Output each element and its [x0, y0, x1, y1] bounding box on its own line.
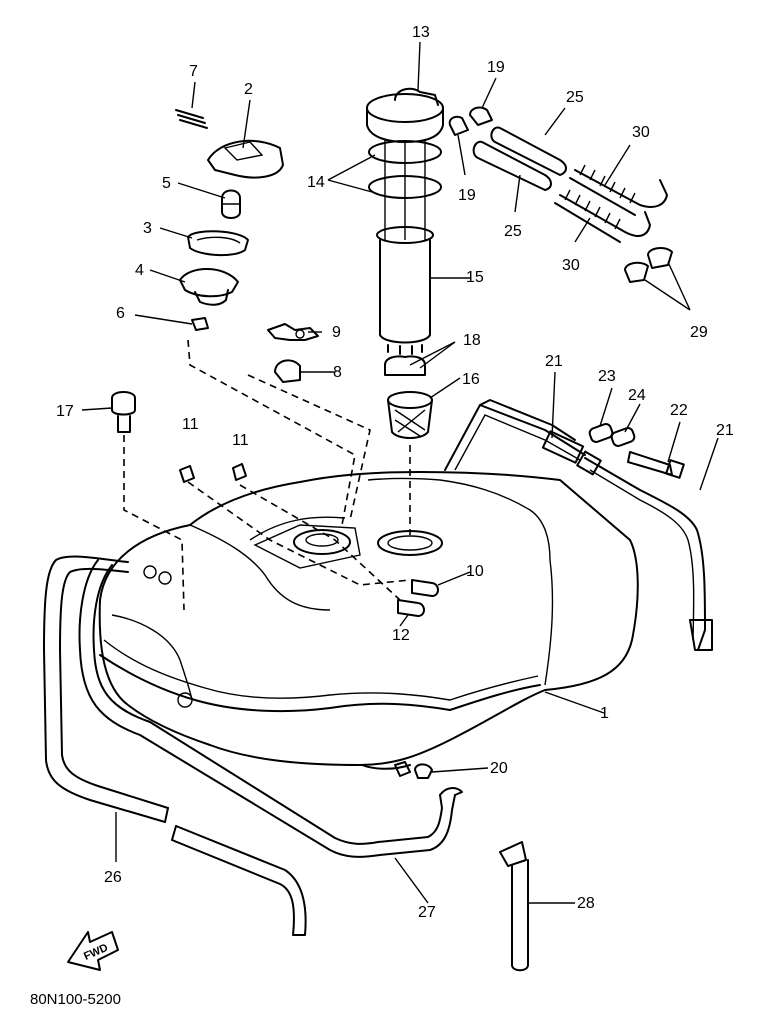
callout-23: 23 [598, 368, 616, 385]
callout-17: 18 [463, 332, 481, 349]
damper [610, 427, 636, 447]
callout-19: 19 [487, 59, 505, 76]
nut [232, 463, 247, 481]
hose-clamp [647, 247, 673, 269]
callout-26: 26 [104, 869, 122, 886]
callout-19: 19 [458, 187, 476, 204]
callout-4: 4 [135, 262, 144, 279]
bolt [397, 599, 425, 617]
tank-strap [576, 450, 713, 651]
callout-25: 25 [504, 223, 522, 240]
fwd-label: FWD [82, 942, 110, 963]
callout-30: 30 [562, 257, 580, 274]
callout-6: 6 [116, 305, 125, 322]
bolt [111, 391, 136, 433]
hose [472, 140, 552, 191]
tank-strap [444, 399, 586, 471]
overflow-hose [78, 559, 463, 858]
gasket [187, 230, 249, 256]
callout-21: 21 [716, 422, 734, 439]
callout-29: 29 [690, 324, 708, 341]
hose [490, 126, 567, 176]
pin [191, 317, 209, 331]
callout-2: 2 [244, 81, 253, 98]
filter [384, 355, 433, 439]
callout-16: 16 [462, 371, 480, 388]
leader-lines [81, 41, 719, 904]
nut [179, 465, 195, 483]
clip [274, 359, 301, 383]
callout-13: 13 [412, 24, 430, 41]
callout-5: 5 [162, 175, 171, 192]
hose-protector [569, 164, 668, 216]
hose-protector [554, 189, 651, 243]
hose-clamp [624, 261, 649, 283]
callout-12: 12 [392, 627, 410, 644]
callout-1: 1 [600, 705, 609, 722]
fuel-tank [98, 471, 639, 770]
callout-8: 8 [333, 364, 342, 381]
callout-7: 7 [189, 63, 198, 80]
callout-24: 24 [628, 387, 646, 404]
collar [179, 268, 239, 306]
callout-27: 27 [418, 904, 436, 921]
callout-21: 21 [545, 353, 563, 370]
callout-22: 22 [670, 402, 688, 419]
filler-cap [207, 139, 284, 179]
hose-clamp [469, 106, 493, 126]
damper [588, 423, 614, 443]
fuel-pump [366, 87, 444, 355]
bolt [411, 579, 439, 597]
vent-valve [221, 189, 241, 219]
forward-arrow-icon: FWD [67, 931, 119, 971]
spring [175, 109, 208, 129]
callout-30: 30 [632, 124, 650, 141]
callout-14: 14 [307, 174, 325, 191]
callout-10: 10 [466, 563, 484, 580]
callout-20: 20 [490, 760, 508, 777]
callout-9: 9 [332, 324, 341, 341]
callout-11: 11 [182, 416, 199, 433]
callout-11: 11 [232, 432, 249, 449]
callout-15: 15 [466, 269, 484, 286]
hose-clamp [394, 761, 433, 779]
callout-3: 3 [143, 220, 152, 237]
callouts: 13 7 2 19 25 30 5 14 19 3 25 30 4 15 6 9… [56, 24, 734, 921]
breather-hose [43, 555, 307, 936]
hose-clamp [448, 115, 469, 136]
callout-25: 25 [566, 89, 584, 106]
callout-18: 17 [56, 403, 74, 420]
part-code: 80N100-5200 [30, 991, 121, 1008]
drain-hose [499, 841, 529, 972]
callout-28: 28 [577, 895, 595, 912]
bolt [627, 451, 685, 479]
clip [267, 323, 319, 341]
